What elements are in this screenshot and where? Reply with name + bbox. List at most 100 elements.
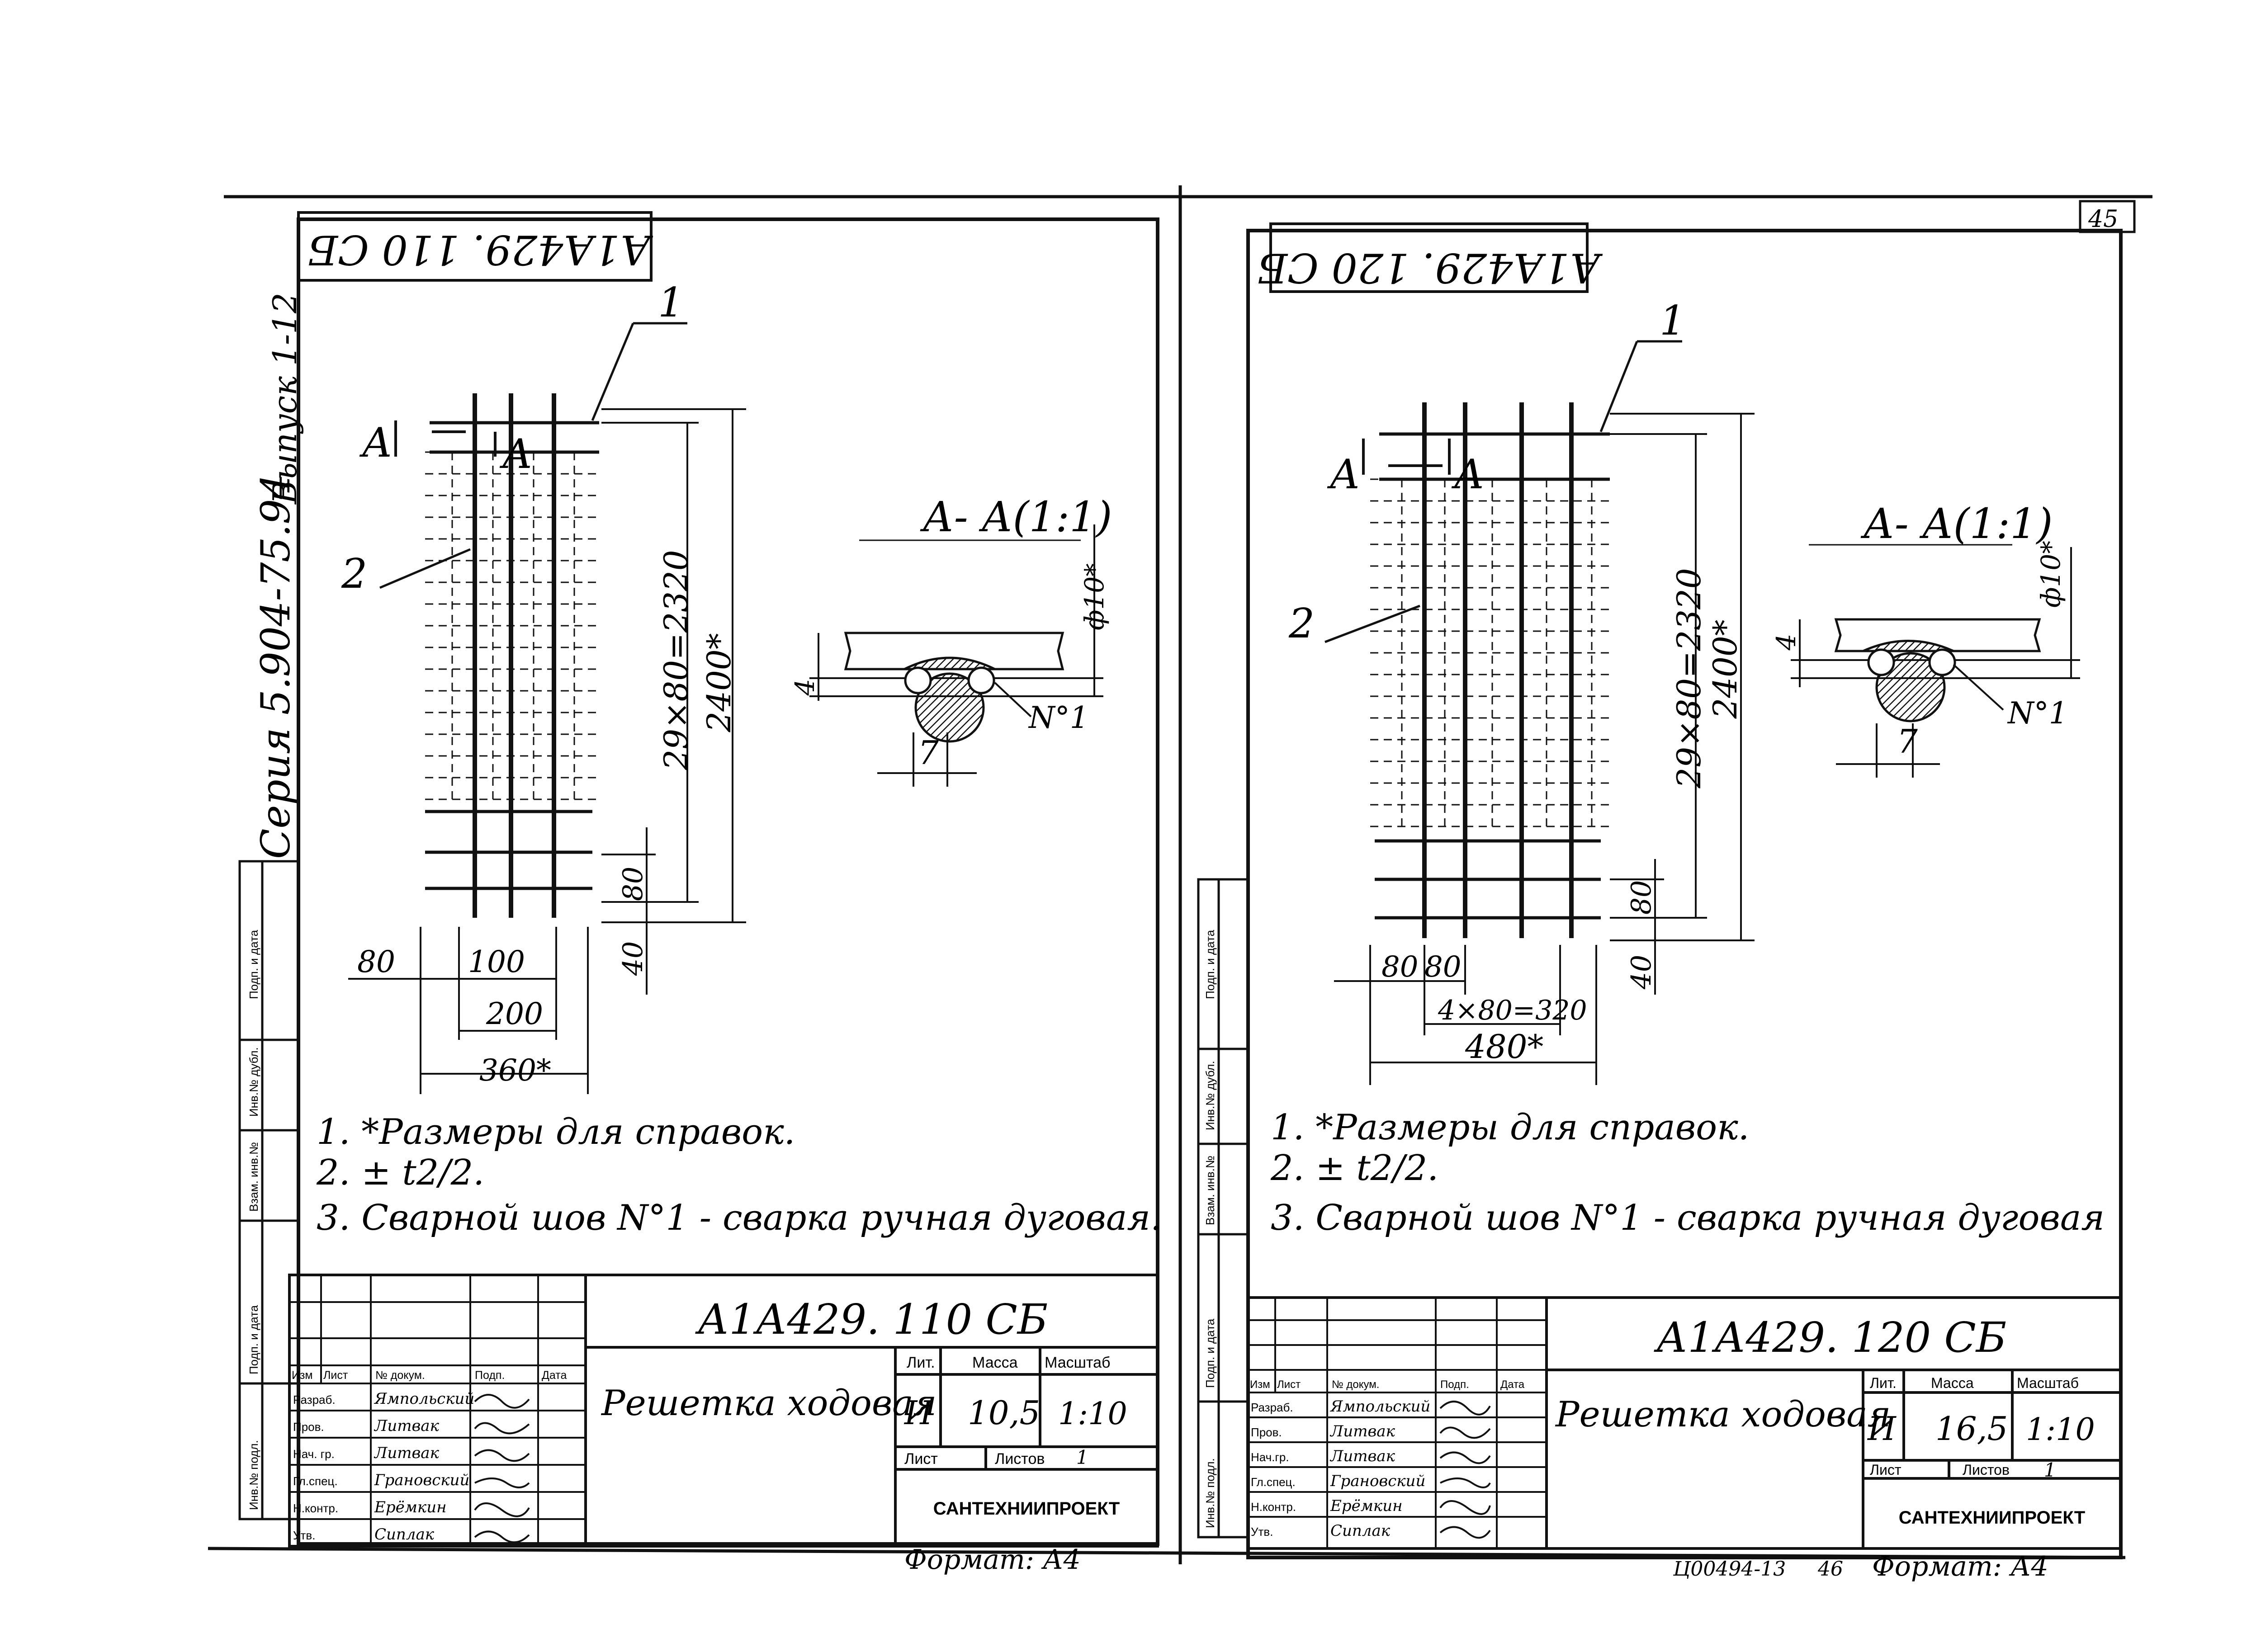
sheet-left: А1А429. 110 СБ Подп. и дата Инв.№ дубл. …	[238, 211, 1162, 1576]
format-label: Формат: А4	[904, 1544, 1081, 1576]
hdr-podp: Подп.	[1440, 1378, 1469, 1391]
weld-number: N°1	[2007, 696, 2068, 731]
title-code: А1А429. 120 СБ	[1654, 1313, 2007, 1362]
svg-text:Литвак: Литвак	[374, 1417, 440, 1435]
svg-text:Разраб.: Разраб.	[1251, 1401, 1293, 1414]
svg-text:Литвак: Литвак	[1329, 1447, 1395, 1465]
part-label-1: 1	[1660, 297, 1685, 345]
side-stamp-label: Инв.№ дубл.	[247, 1047, 260, 1117]
dim-weld-leg: 4	[1771, 634, 1802, 651]
svg-text:Н.контр.: Н.контр.	[293, 1501, 338, 1515]
note-1: 1. *Размеры для справок.	[317, 1112, 795, 1152]
svg-text:Гл.спец.: Гл.спец.	[293, 1474, 338, 1488]
hdr-list: Лист	[1277, 1378, 1301, 1391]
sheets-count: 1	[1076, 1446, 1088, 1468]
svg-text:Пров.: Пров.	[1251, 1425, 1282, 1439]
svg-text:Утв.: Утв.	[293, 1529, 315, 1542]
svg-text:Ямпольский: Ямпольский	[1329, 1397, 1430, 1416]
section-marker: А	[499, 430, 533, 478]
signatures-left	[474, 1394, 530, 1543]
svg-text:Утв.: Утв.	[1251, 1525, 1273, 1539]
side-stamp-label: Инв.№ подл.	[1203, 1458, 1217, 1528]
lit-label: Лит.	[1870, 1375, 1897, 1391]
section-marker: А	[1451, 451, 1485, 498]
section-title: А- А(1:1)	[920, 493, 1112, 541]
people-right: Ямпольский Литвак Литвак Грановский Ерём…	[1329, 1397, 1430, 1540]
dim-w-320: 4×80=320	[1438, 995, 1587, 1026]
svg-text:Грановский: Грановский	[374, 1471, 469, 1489]
dim-w-480: 480*	[1465, 1028, 1543, 1066]
section-marker: А	[359, 419, 393, 467]
dim-total-height: 2400*	[1706, 619, 1744, 719]
scale-label: Масштаб	[2017, 1375, 2079, 1391]
dim-rod-dia: ф10*	[1079, 563, 1110, 630]
svg-text:Пров.: Пров.	[293, 1420, 324, 1434]
svg-text:Ерёмкин: Ерёмкин	[374, 1498, 447, 1516]
title-block	[1247, 1296, 2122, 1550]
corner-code: А1А429. 110 СБ	[308, 226, 653, 274]
svg-text:Сиплак: Сиплак	[374, 1525, 435, 1543]
grate-left	[425, 393, 599, 918]
weld-section	[1791, 544, 2080, 778]
svg-text:Литвак: Литвак	[1329, 1422, 1395, 1440]
dim-pitch: 29×80=2320	[657, 550, 695, 770]
people-left: Ямпольский Литвак Литвак Грановский Ерём…	[374, 1390, 474, 1543]
svg-text:Разраб.: Разраб.	[293, 1393, 336, 1407]
svg-text:Нач. гр.: Нач. гр.	[293, 1447, 335, 1461]
note-2: 2. ± t2/2.	[1270, 1148, 1438, 1189]
svg-text:Ямпольский: Ямпольский	[374, 1390, 474, 1408]
dimension-lines	[601, 408, 746, 995]
dim-w-100: 100	[468, 944, 525, 979]
sheets-label: Листов	[1963, 1462, 2010, 1478]
dim-80: 80	[617, 867, 649, 901]
scale-value: 1:10	[2026, 1412, 2095, 1448]
signatures-right	[1439, 1401, 1491, 1539]
dim-pitch: 29×80=2320	[1670, 568, 1708, 788]
dim-40: 40	[1626, 955, 1657, 990]
format-label: Формат: А4	[1872, 1551, 2048, 1582]
svg-text:Сиплак: Сиплак	[1330, 1522, 1391, 1540]
side-stamp-label: Подп. и дата	[247, 930, 260, 999]
hdr-izm: Изм	[1250, 1378, 1270, 1391]
lit-value: И	[903, 1394, 933, 1432]
page-number: 45	[2088, 206, 2118, 233]
footer-num: 46	[1817, 1558, 1843, 1581]
grate-right	[1370, 402, 1610, 938]
sheets-label: Листов	[995, 1450, 1045, 1468]
part-label-2: 2	[1288, 600, 1315, 647]
title-code: А1А429. 110 СБ	[695, 1295, 1048, 1344]
hdr-data: Дата	[542, 1369, 567, 1382]
dim-w-360: 360*	[479, 1053, 551, 1088]
svg-text:Нач.гр.: Нач.гр.	[1251, 1450, 1289, 1464]
dim-w-200: 200	[486, 996, 543, 1031]
side-stamp-label: Подп. и дата	[1203, 1318, 1217, 1388]
footer-code: Ц00494-13	[1673, 1558, 1786, 1581]
dim-weld-leg: 4	[790, 679, 820, 696]
hdr-doc: № докум.	[1332, 1378, 1379, 1391]
part-label-1: 1	[658, 279, 684, 326]
section-marker: А	[1327, 451, 1360, 498]
scale-label: Масштаб	[1045, 1354, 1110, 1371]
sheet-right: А1А429. 120 СБ Подп. и дата Инв.№ дубл. …	[1197, 222, 2123, 1582]
org-name: САНТЕХНИИПРОЕКТ	[1899, 1508, 2085, 1528]
side-stamp-label: Подп. и дата	[247, 1305, 260, 1374]
roles-right: Разраб. Пров. Нач.гр. Гл.спец. Н.контр. …	[1251, 1401, 1296, 1539]
note-2: 2. ± t2/2.	[316, 1152, 484, 1193]
weld-section	[809, 524, 1103, 787]
lit-value: И	[1867, 1410, 1897, 1448]
series-label: Серия 5.904-75.94	[252, 474, 299, 859]
dim-weld-width: 7	[1897, 722, 1918, 760]
title-name: Решетка ходовая	[1555, 1394, 1891, 1435]
hdr-doc: № докум.	[375, 1369, 425, 1382]
corner-code: А1А429. 120 СБ	[1258, 244, 1603, 292]
dim-w-80: 80	[357, 944, 395, 979]
hdr-izm: Изм	[292, 1369, 313, 1382]
section-title: А- А(1:1)	[1860, 500, 2053, 548]
dim-80: 80	[1626, 880, 1657, 915]
dim-rod-dia: ф10*	[2035, 541, 2066, 608]
note-1: 1. *Размеры для справок.	[1271, 1107, 1749, 1148]
sheets-count: 1	[2044, 1459, 2056, 1481]
side-stamp-label: Взам. инв.№	[1203, 1156, 1217, 1225]
title-name: Решетка ходовая	[601, 1383, 937, 1424]
